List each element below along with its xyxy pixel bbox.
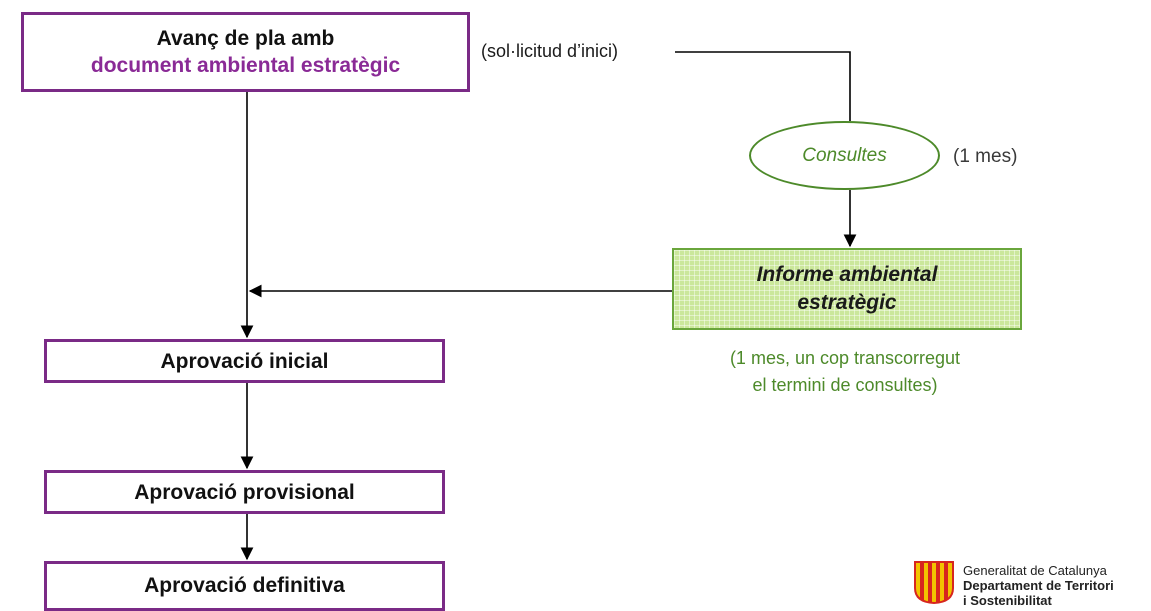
box-aprovacio-definitiva: Aprovació definitiva (44, 561, 445, 611)
box-provisional-label: Aprovació provisional (134, 480, 355, 504)
consultes-ellipse: Consultes (749, 121, 940, 190)
box-informe-ambiental: Informe ambiental estratègic (672, 248, 1022, 330)
informe-note-line1: (1 mes, un cop transcorregut (729, 348, 961, 368)
logo-line3: i Sostenibilitat (963, 593, 1052, 608)
informe-note-line2: el termini de consultes) (752, 375, 938, 395)
connector-request-to-consultes (675, 51, 851, 121)
request-label: (sol·licitud d’inici) (481, 41, 619, 61)
box-aprovacio-inicial: Aprovació inicial (44, 339, 445, 383)
informe-note: (1 mes, un cop transcorregut el termini … (680, 345, 1010, 399)
logo-line1: Generalitat de Catalunya (963, 563, 1107, 578)
consultes-duration: (1 mes) (953, 146, 1018, 167)
logo-line2: Departament de Territori (963, 578, 1114, 593)
informe-line2: estratègic (797, 291, 897, 314)
senyera-shield-icon (914, 561, 954, 604)
box-aprovacio-provisional: Aprovació provisional (44, 470, 445, 514)
informe-line1: Informe ambiental (756, 263, 938, 286)
box-avanc-line2: document ambiental estratègic (90, 54, 401, 77)
generalitat-logo: Generalitat de Catalunya Departament de … (913, 558, 1151, 608)
logo-text: Generalitat de Catalunya Departament de … (963, 563, 1114, 608)
box-definitiva-label: Aprovació definitiva (144, 574, 345, 597)
box-avanc-de-pla: Avanç de pla amb document ambiental estr… (21, 12, 470, 92)
box-avanc-line1: Avanç de pla amb (156, 27, 335, 50)
consultes-label: Consultes (802, 144, 887, 166)
box-inicial-label: Aprovació inicial (160, 349, 329, 373)
